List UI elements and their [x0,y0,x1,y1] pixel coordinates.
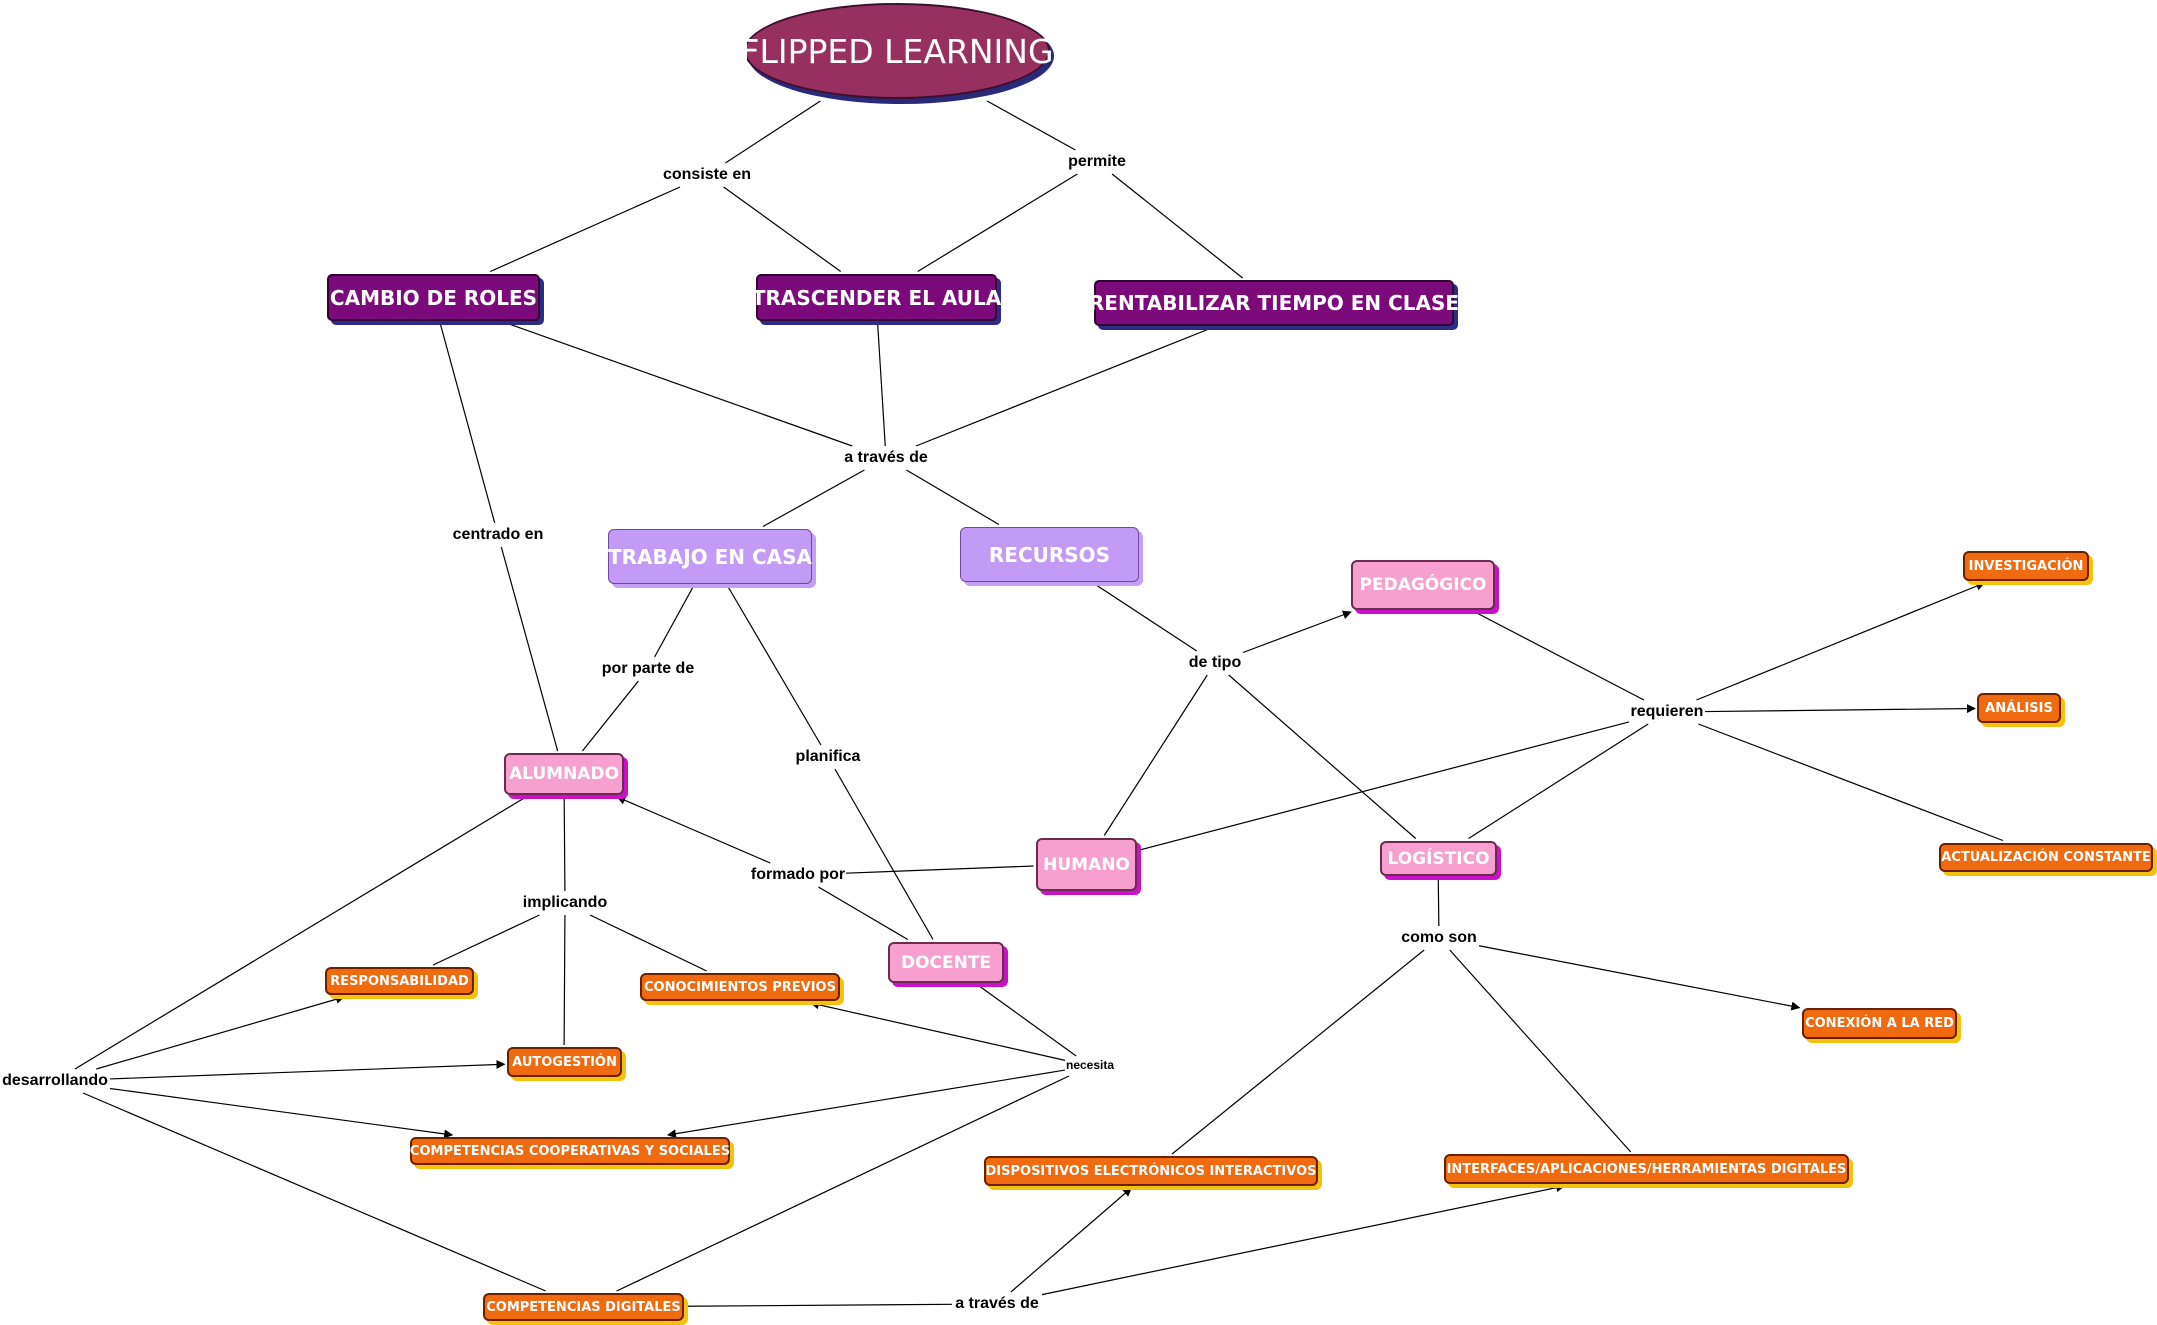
connection-cambio-atraves1 [504,321,853,447]
concept-actualizacion-constante: ACTUALIZACIÓN CONSTANTE [1939,843,2153,872]
connection-necesita-conocimientos [810,1000,1066,1061]
connection-comoson-conexion [1478,945,1801,1011]
connection-permite-trascender [917,173,1078,273]
connection-atraves2-interfaces [1041,1183,1566,1296]
connection-logistico-comoson [1437,877,1440,927]
concept-analisis: ANÁLISIS [1977,693,2061,723]
connection-flipped-consiste [725,100,821,164]
connection-requieren-analisis [1704,704,1976,714]
connection-atraves1-trabajo [762,469,865,528]
connection-recursos-detipo [1093,582,1198,652]
connection-alumnado-desarrollando [74,796,527,1070]
connection-pedagogico-requieren [1474,611,1645,701]
connection-humano-requieren [1138,721,1630,851]
concept-conocimientos-previos: CONOCIMIENTOS PREVIOS [640,973,840,1001]
connection-docente-necesita [976,984,1077,1057]
concept-interfaces-aplicaciones: INTERFACES/APLICACIONES/HERRAMIENTAS DIG… [1444,1154,1849,1184]
connection-rentabilizar-atraves1 [915,327,1212,447]
concept-flipped-learning: FLIPPED LEARNING [740,3,1054,99]
link-label-a-traves-de-2: a través de [955,1295,1039,1312]
connection-porparte-alumnado [581,680,639,752]
connection-desarrollando-cooperativas [109,1087,454,1139]
concept-investigacion: INVESTIGACIÓN [1963,551,2089,581]
connection-trabajo-planifica [726,585,822,746]
concept-logistico: LOGÍSTICO [1380,841,1497,876]
link-label-formado-por: formado por [751,866,845,883]
concept-trascender-el-aula: TRASCENDER EL AULA [752,274,1001,321]
connection-docente-formado [818,886,909,941]
connection-consiste-trascender [723,186,842,272]
connection-necesita-cooperativas [666,1069,1066,1139]
link-label-necesita: necesita [1066,1058,1114,1072]
connection-comoson-dispositivos [1171,949,1425,1155]
concept-trabajo-en-casa: TRABAJO EN CASA [608,529,812,584]
connection-implicando-responsabilidad [432,914,540,966]
concept-recursos: RECURSOS [960,527,1139,582]
connection-comoson-interfaces [1449,949,1632,1153]
connection-flipped-permite [986,100,1076,151]
link-label-como-son: como son [1401,929,1477,946]
connection-implicando-conocimientos [589,914,707,972]
connection-planifica-docente [834,768,934,940]
connection-digitales-atraves2 [685,1303,953,1307]
connection-atraves1-recursos [906,469,1000,526]
connection-cambio-centrado [439,322,496,524]
link-label-permite: permite [1068,153,1126,170]
link-label-de-tipo: de tipo [1189,654,1242,671]
connection-desarrollando-digitales [82,1092,546,1292]
connection-detipo-logistico [1228,674,1417,839]
connection-trascender-atraves1 [876,322,886,447]
connection-requieren-actualizacion [1698,723,2004,842]
connection-formado-alumnado [616,796,771,864]
connection-requieren-investigacion [1696,581,1986,701]
concept-cambio-de-roles: CAMBIO DE ROLES [327,274,540,321]
connection-detipo-humano [1103,674,1208,836]
connection-alumnado-implicando [563,796,566,892]
connection-permite-rentabilizar [1111,173,1243,279]
concept-conexion-a-la-red: CONEXIÓN A LA RED [1802,1008,1957,1039]
concept-rentabilizar-tiempo: RENTABILIZAR TIEMPO EN CLASE [1089,280,1459,326]
concept-competencias-digitales: COMPETENCIAS DIGITALES [483,1293,684,1321]
concept-docente: DOCENTE [888,942,1004,983]
connection-necesita-digitales [616,1075,1070,1292]
connection-centrado-alumnado [500,546,559,752]
concept-responsabilidad: RESPONSABILIDAD [325,967,474,995]
concept-humano: HUMANO [1036,838,1137,891]
connection-implicando-autogestion [563,914,566,1046]
concept-pedagogico: PEDAGÓGICO [1351,560,1495,610]
connection-logistico-requieren [1468,723,1649,840]
link-label-planifica: planifica [796,748,861,765]
link-label-consiste-en: consiste en [663,166,751,183]
connection-trabajo-porparte [654,585,695,658]
connection-atraves2-dispositivos [1010,1187,1132,1293]
link-label-por-parte-de: por parte de [602,660,695,677]
connection-consiste-cambio [490,186,681,273]
link-label-requieren: requieren [1631,703,1704,720]
connection-detipo-pedagogico [1242,610,1352,654]
connection-desarrollando-autogestion [109,1060,506,1080]
connection-humano-formado [845,865,1034,874]
link-label-a-traves-de: a través de [844,449,928,466]
concept-competencias-cooperativas: COMPETENCIAS COOPERATIVAS Y SOCIALES [410,1137,730,1165]
link-label-desarrollando: desarrollando [2,1072,108,1089]
connection-desarrollando-responsabilidad [96,994,345,1070]
concept-autogestion: AUTOGESTIÓN [507,1047,622,1077]
concept-dispositivos-electronicos: DISPOSITIVOS ELECTRÓNICOS INTERACTIVOS [984,1156,1318,1186]
link-label-implicando: implicando [523,894,608,911]
concept-alumnado: ALUMNADO [504,753,624,795]
link-label-centrado-en: centrado en [453,526,544,543]
